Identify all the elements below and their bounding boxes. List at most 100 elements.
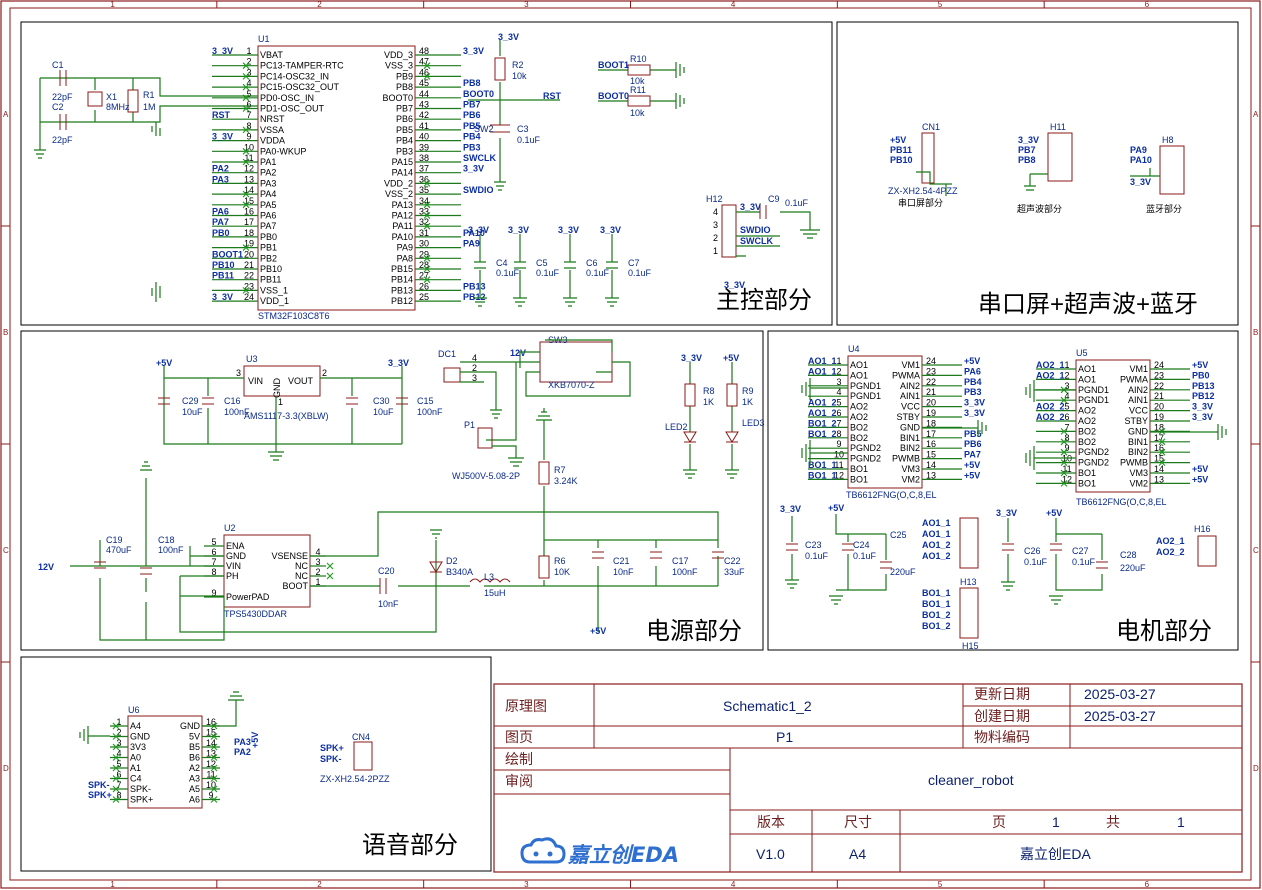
- swd-header: H12 43 21 3_3V SWDIO SWCLK C9 0.1uF: [706, 194, 820, 258]
- pin-name: PC14-OSC32_IN: [260, 71, 329, 81]
- pin-name: AO2: [1078, 416, 1096, 426]
- net-label: PA3: [234, 737, 251, 747]
- p1-value: WJ500V-5.08-2P: [452, 471, 520, 481]
- svg-text:2: 2: [472, 363, 477, 373]
- pin-number: 18: [926, 418, 936, 428]
- ruler-col: 6: [1145, 880, 1150, 889]
- pin-name: PA12: [392, 211, 413, 221]
- pin-number: 34: [419, 196, 429, 206]
- svg-text:1: 1: [1052, 814, 1060, 830]
- net-label: PB11: [212, 271, 234, 281]
- pin-name: AO1: [850, 370, 868, 380]
- svg-text:AO1_1: AO1_1: [922, 518, 951, 528]
- pin-name: PC13-TAMPER-RTC: [260, 61, 344, 71]
- pin-number: 8: [211, 567, 216, 577]
- pin-name: PA11: [392, 221, 413, 231]
- svg-text:C15: C15: [417, 396, 434, 406]
- net-label: PA9: [463, 239, 480, 249]
- motor-gnd-right: [922, 420, 1227, 440]
- no-connect-mark: [242, 287, 250, 294]
- pin-name: VSSA: [260, 125, 284, 135]
- net-label: AO2_1: [1036, 360, 1065, 370]
- no-connect-mark: [210, 743, 218, 751]
- svg-text:220uF: 220uF: [1120, 563, 1146, 573]
- net-label: AO2_1: [1036, 370, 1065, 380]
- pin-name: PA0-WKUP: [260, 146, 306, 156]
- cap-ref: C7: [628, 258, 640, 268]
- pin-number: 19: [1154, 412, 1164, 422]
- svg-text:100nF: 100nF: [417, 407, 443, 417]
- svg-text:H13: H13: [960, 577, 977, 587]
- pin-name: VM3: [901, 464, 920, 474]
- pin-number: 43: [419, 100, 429, 110]
- pin-number: 15: [926, 450, 936, 460]
- svg-text:4: 4: [713, 207, 718, 217]
- motor-caps: 3_3V +5V C23 0.1uF C24 0.1uF C25 220uF 3…: [780, 503, 1146, 605]
- h8-label: 蓝牙部分: [1146, 203, 1182, 214]
- net-label: AO1_1: [808, 356, 837, 366]
- u5-gnd: [1025, 380, 1076, 470]
- net-label: +5V: [1192, 360, 1208, 370]
- pin-name: PB2: [260, 253, 277, 263]
- svg-text:C18: C18: [158, 535, 175, 545]
- svg-text:C20: C20: [378, 566, 395, 576]
- pin-name: NRST: [260, 114, 285, 124]
- pin-number: 16: [206, 717, 216, 727]
- svg-text:10uF: 10uF: [373, 407, 394, 417]
- h12-swdio: SWDIO: [740, 225, 771, 235]
- pin-number: 1: [315, 577, 320, 587]
- svg-text:创建日期: 创建日期: [974, 708, 1030, 724]
- net-label: PA3: [212, 174, 229, 184]
- pin-number: 3: [1064, 381, 1069, 391]
- cn1-connector: CN1 ZX-XH2.54-4PZZ 串口屏部分 +5V PB11 PB10: [888, 122, 958, 208]
- r1-ref: R1: [143, 90, 155, 100]
- pin-name: AO1: [1078, 374, 1096, 384]
- c3-ref: C3: [517, 124, 529, 134]
- h11-p3: PB8: [1018, 155, 1036, 165]
- svg-text:+5V: +5V: [723, 353, 739, 363]
- cap-ref: C4: [496, 258, 508, 268]
- svg-text:C21: C21: [613, 556, 630, 566]
- svg-text:3: 3: [713, 220, 718, 230]
- pin-name: GND: [1128, 426, 1149, 436]
- pin-name: A2: [189, 763, 200, 773]
- net-label: 3_3V: [724, 280, 745, 290]
- pin-number: 11: [206, 770, 215, 780]
- svg-text:H15: H15: [962, 641, 979, 651]
- svg-text:H16: H16: [1194, 524, 1211, 534]
- svg-text:10K: 10K: [554, 567, 570, 577]
- main-control-title: 主控部分: [716, 287, 812, 314]
- u2-value: TPS5430DDAR: [224, 609, 288, 619]
- svg-text:P1: P1: [776, 729, 793, 745]
- pin-name: VBAT: [260, 50, 283, 60]
- no-connect-mark: [1060, 480, 1068, 487]
- ruler-row: C: [3, 546, 9, 555]
- pin-name: PB5: [396, 125, 413, 135]
- svg-text:AO2_1: AO2_1: [1156, 536, 1185, 546]
- svg-text:原理图: 原理图: [505, 698, 547, 714]
- no-connect-mark: [1060, 438, 1068, 446]
- u5-value: TB6612FNG(O,C,8,EL: [1076, 497, 1167, 507]
- pin-name: PB1: [260, 243, 277, 253]
- pin-name: AO1: [850, 360, 868, 370]
- c3-value: 0.1uF: [517, 135, 541, 145]
- pin-name: PWMA: [892, 370, 920, 380]
- r1-value: 1M: [143, 102, 156, 112]
- pin-name: PWMA: [1120, 374, 1148, 384]
- svg-text:R9: R9: [742, 386, 754, 396]
- pin-name: PB7: [396, 104, 413, 114]
- net-label: PB0: [212, 228, 230, 238]
- ldo-out-net: 3_3V: [388, 358, 409, 368]
- pin-number: 12: [244, 164, 254, 174]
- net-label: 3_3V: [212, 46, 233, 56]
- net-label: +5V: [250, 732, 260, 748]
- svg-text:AO1_2: AO1_2: [922, 551, 951, 561]
- pin-number: 19: [244, 239, 254, 249]
- pin-number: 5: [246, 89, 251, 99]
- pin-number: 5: [211, 537, 216, 547]
- no-connect-mark: [1158, 448, 1166, 456]
- pin-number: 7: [836, 418, 841, 428]
- svg-text:2025-03-27: 2025-03-27: [1084, 708, 1156, 724]
